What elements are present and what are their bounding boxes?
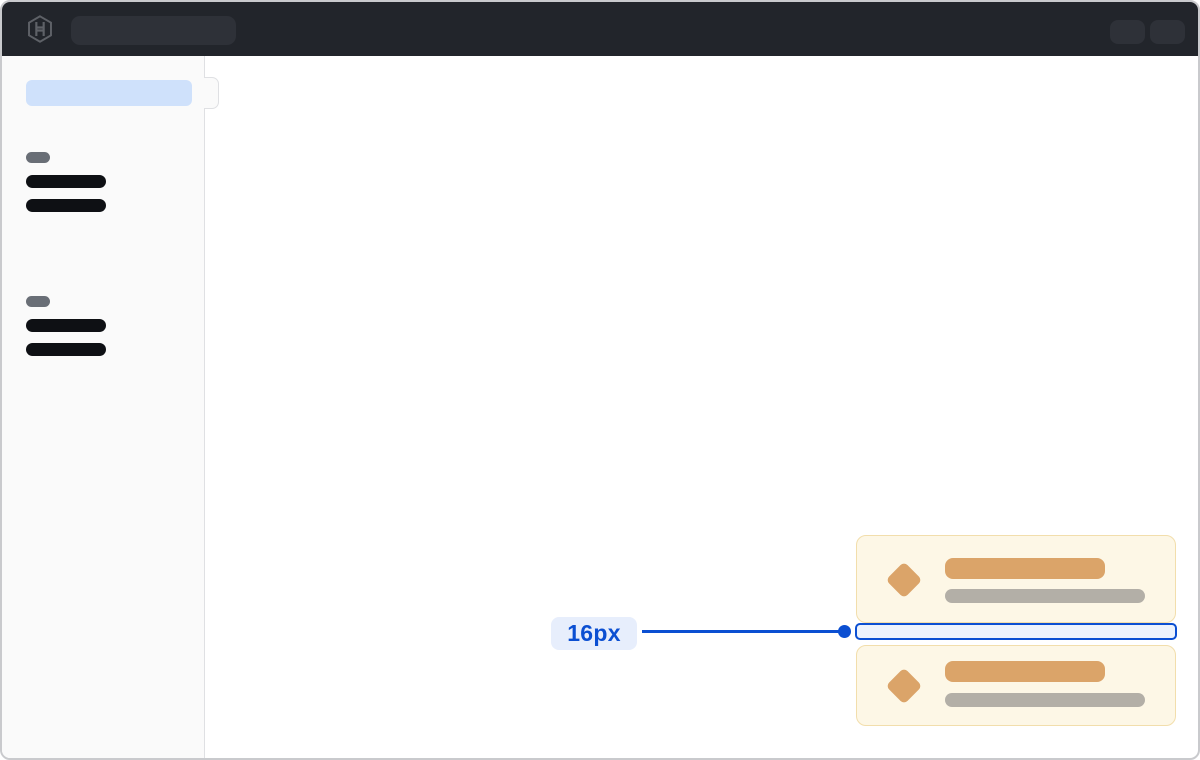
- diamond-icon: [885, 667, 923, 705]
- header-search-placeholder[interactable]: [71, 16, 236, 45]
- header-user-button-placeholder[interactable]: [1150, 20, 1185, 44]
- sidebar-link-placeholder[interactable]: [26, 175, 106, 188]
- sidebar-collapse-tab[interactable]: [204, 77, 219, 109]
- sidebar: [2, 56, 205, 758]
- spacing-label: 16px: [551, 617, 637, 650]
- header-help-button-placeholder[interactable]: [1110, 20, 1145, 44]
- card-title-placeholder: [945, 558, 1105, 579]
- spacing-highlight-rect: [855, 623, 1177, 640]
- spacing-connector-line: [642, 630, 842, 633]
- card-title-placeholder: [945, 661, 1105, 682]
- card-subtitle-placeholder: [945, 693, 1145, 707]
- card-subtitle-placeholder: [945, 589, 1145, 603]
- sidebar-section-label-placeholder: [26, 296, 50, 307]
- list-item-card: [856, 535, 1176, 623]
- sidebar-link-placeholder[interactable]: [26, 199, 106, 212]
- diamond-icon: [885, 561, 923, 599]
- hashicorp-logo-icon[interactable]: [26, 15, 54, 43]
- sidebar-active-item-placeholder[interactable]: [26, 80, 192, 106]
- spacing-connector-dot: [838, 625, 851, 638]
- sidebar-link-placeholder[interactable]: [26, 319, 106, 332]
- sidebar-section-label-placeholder: [26, 152, 50, 163]
- list-item-card: [856, 645, 1176, 726]
- sidebar-link-placeholder[interactable]: [26, 343, 106, 356]
- top-nav-bar: [2, 2, 1198, 56]
